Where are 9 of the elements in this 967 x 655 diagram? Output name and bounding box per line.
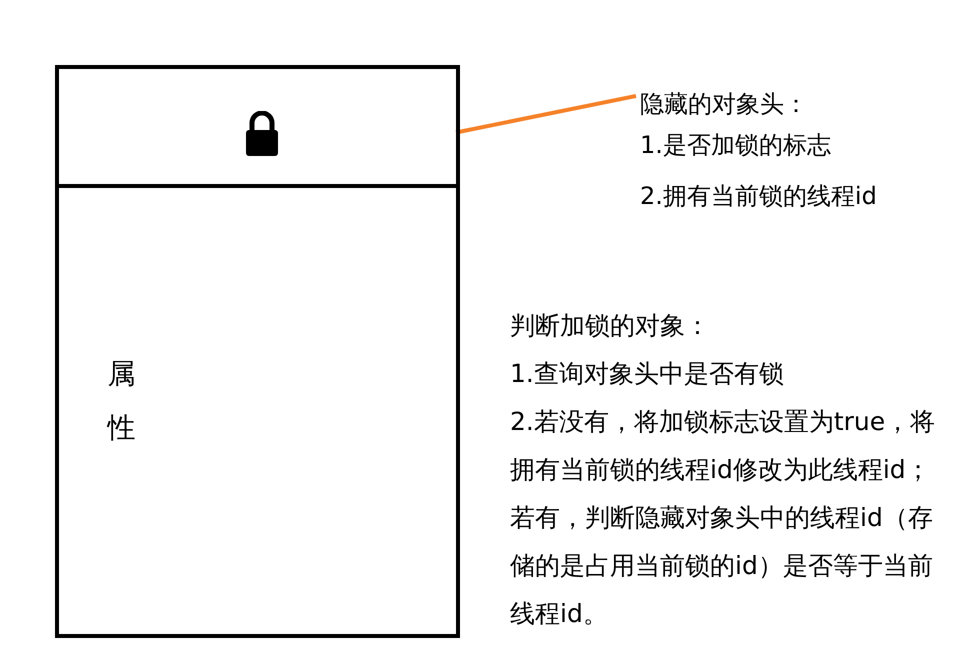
object-box (55, 65, 460, 638)
section-label: 属性 (108, 356, 136, 446)
note-item: 2.拥有当前锁的线程id (640, 182, 878, 210)
note-heading: 判断加锁的对象： (510, 310, 711, 342)
leader-line (456, 94, 636, 134)
note-item: 1.是否加锁的标志 (640, 130, 832, 160)
note-item: 2.若没有，将加锁标志设置为true，将拥有当前锁的线程id修改为此线程id；若有，判断隐藏对象头中的线程id（存储的是占用当前锁的id）是否等于当前线程id。 (510, 406, 936, 630)
note-heading: 隐藏的对象头： (640, 90, 809, 119)
note-item: 1.查询对象头中是否有锁 (510, 358, 785, 390)
